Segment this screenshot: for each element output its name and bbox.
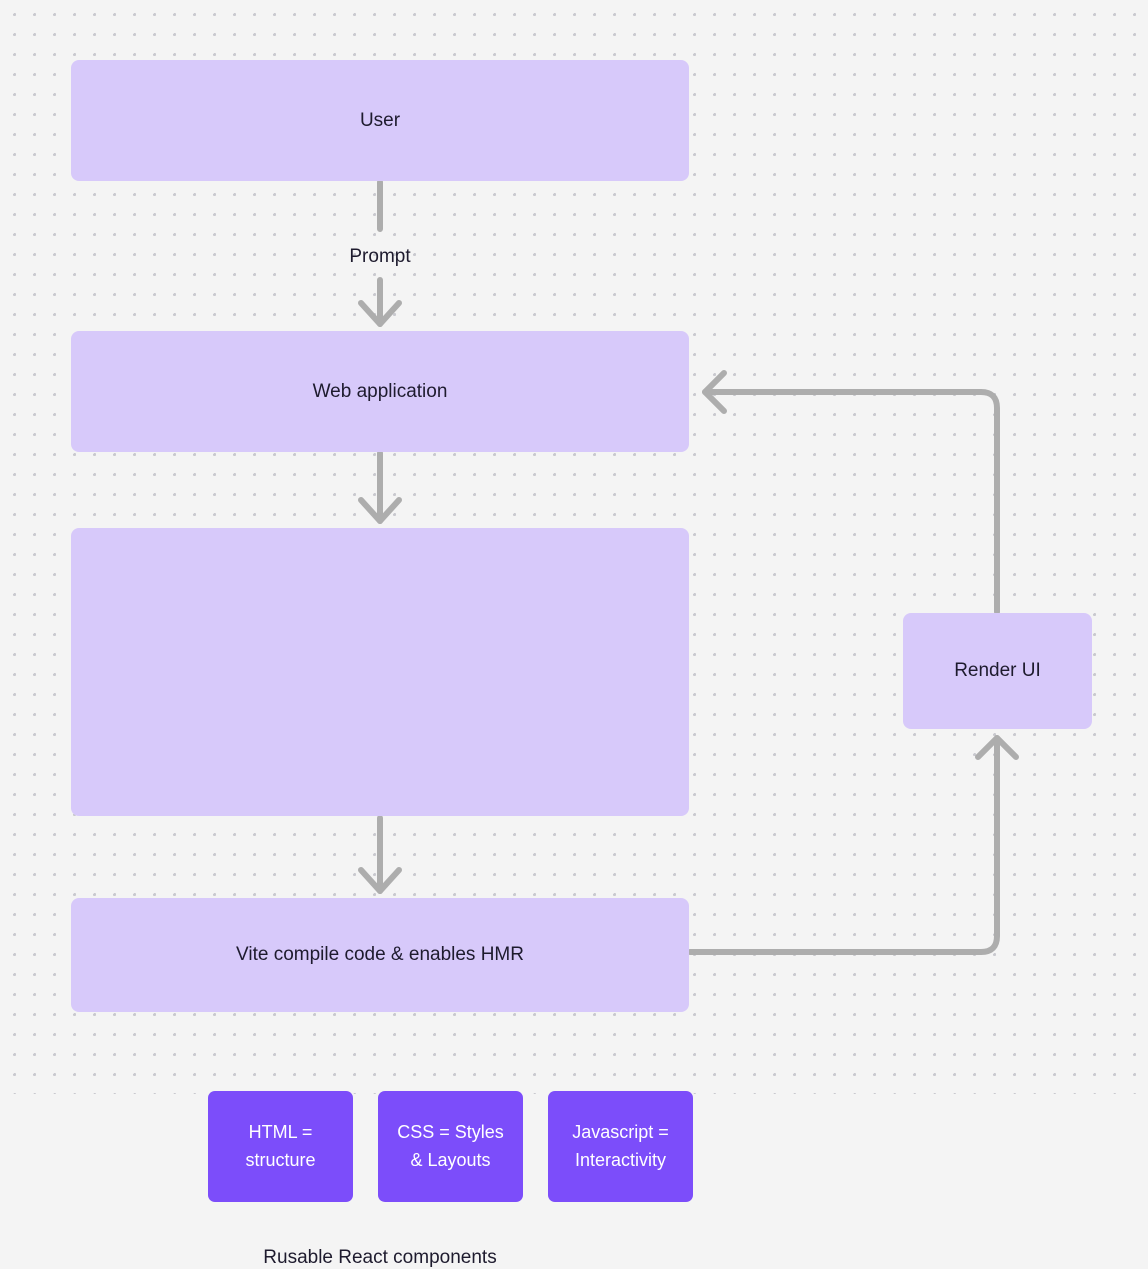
- node-javascript[interactable]: Javascript = Interactivity: [548, 1091, 693, 1202]
- edge-components-to-vite-arrowhead: [358, 867, 402, 894]
- node-html-line1: HTML =: [248, 1121, 313, 1142]
- node-css[interactable]: CSS = Styles & Layouts: [378, 1091, 523, 1202]
- node-javascript-line1: Javascript =: [572, 1121, 669, 1142]
- node-vite-label: Vite compile code & enables HMR: [236, 944, 524, 966]
- node-javascript-label: Javascript = Interactivity: [572, 1119, 669, 1175]
- node-components-group[interactable]: HTML = structure CSS = Styles & Layouts …: [71, 528, 693, 1268]
- edge-label-prompt: Prompt: [349, 246, 411, 267]
- node-web-application[interactable]: Web application: [71, 331, 689, 452]
- node-html-line2: structure: [245, 1149, 316, 1170]
- edge-vite-to-render-line: [687, 735, 1000, 955]
- node-user-label: User: [359, 109, 401, 131]
- node-html[interactable]: HTML = structure: [208, 1091, 353, 1202]
- edge-vite-to-render-arrowhead: [975, 735, 1019, 760]
- edge-render-to-webapp-line: [702, 389, 1000, 615]
- node-html-label: HTML = structure: [245, 1119, 315, 1175]
- node-user[interactable]: User: [71, 60, 689, 181]
- node-css-line1: CSS = Styles: [397, 1121, 504, 1142]
- node-vite[interactable]: Vite compile code & enables HMR: [71, 898, 689, 1012]
- node-render-ui[interactable]: Render UI: [903, 613, 1092, 729]
- node-css-label: CSS = Styles & Layouts: [397, 1119, 504, 1175]
- node-javascript-line2: Interactivity: [574, 1149, 666, 1170]
- node-components-caption: Rusable React components: [263, 1247, 497, 1268]
- edge-render-to-webapp-arrowhead: [702, 370, 727, 414]
- node-web-application-label: Web application: [312, 380, 448, 402]
- node-css-line2: & Layouts: [410, 1149, 491, 1170]
- node-render-ui-label: Render UI: [954, 660, 1041, 682]
- edge-user-to-webapp-arrowhead: [358, 300, 402, 327]
- edge-webapp-to-components-arrowhead: [358, 497, 402, 524]
